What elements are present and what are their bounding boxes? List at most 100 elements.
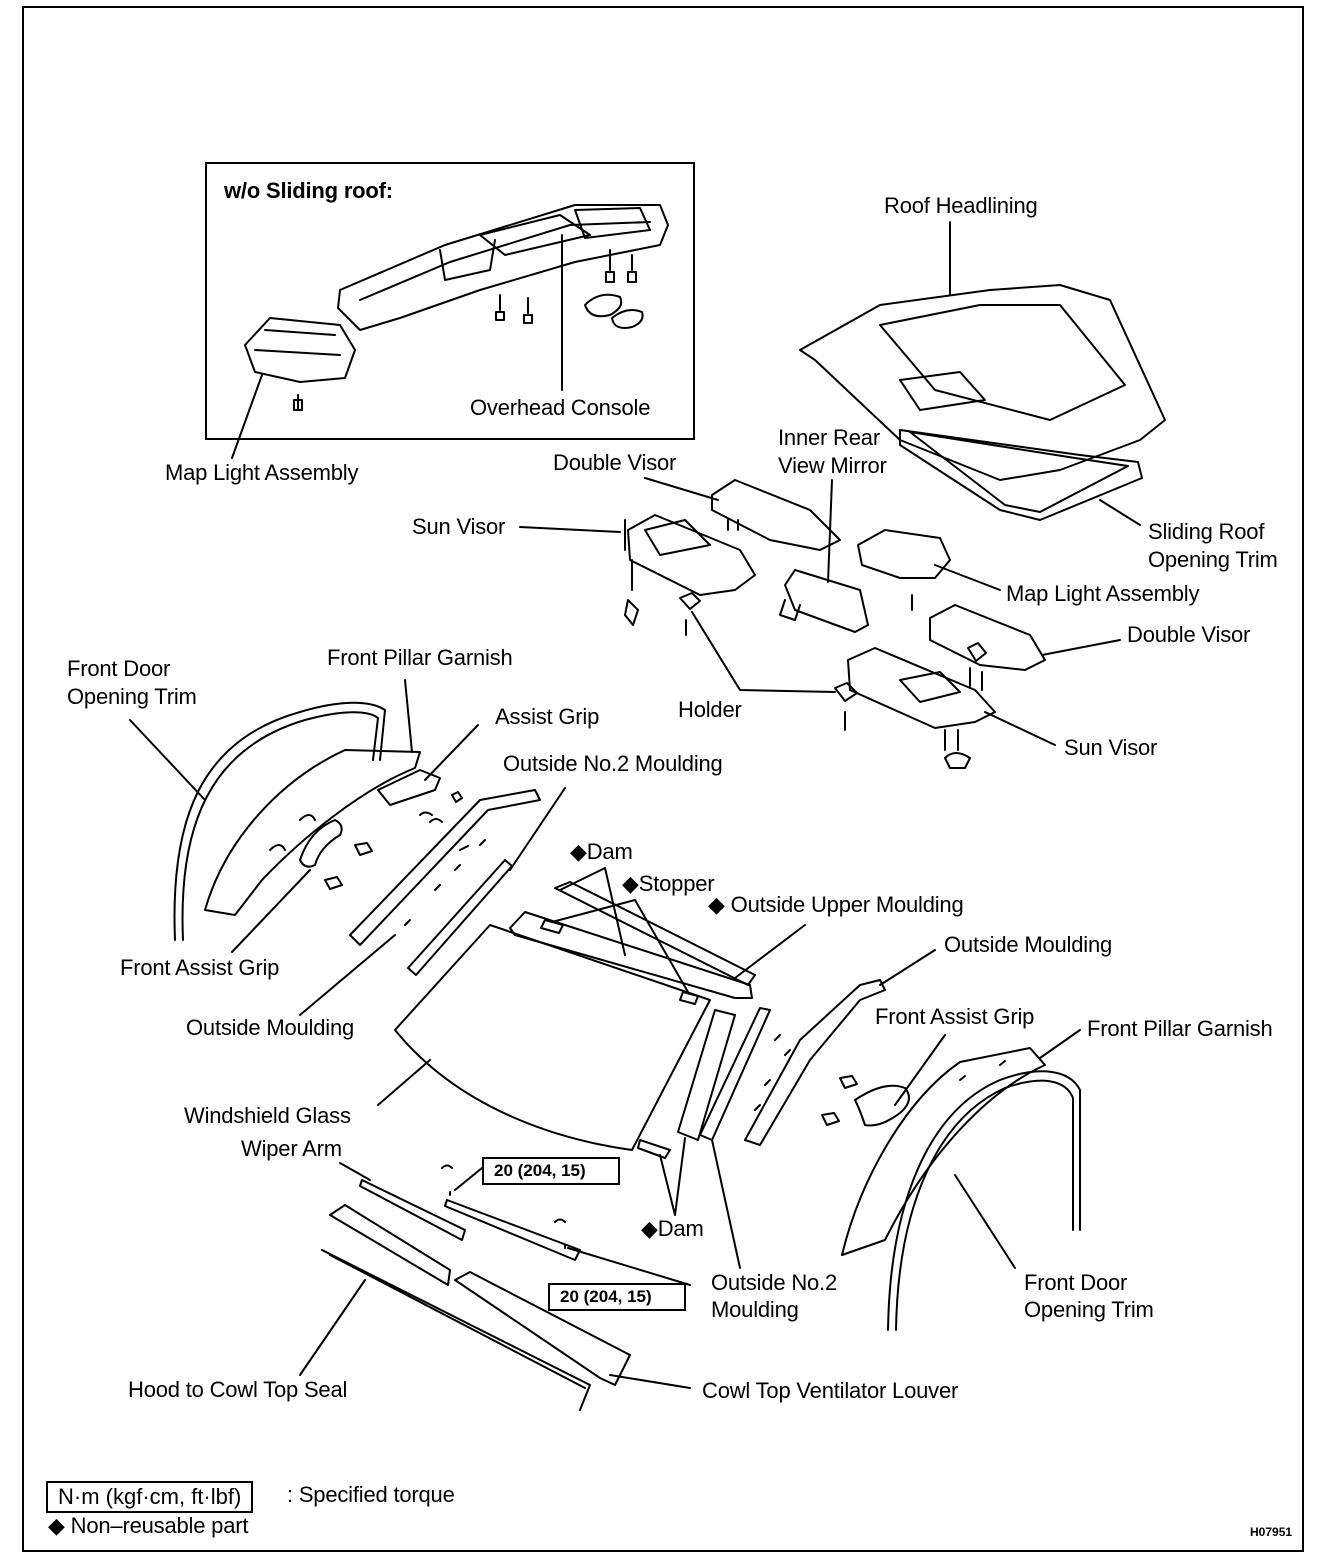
figure-code: H07951 bbox=[1250, 1525, 1293, 1539]
label-map-light-assembly-right: Map Light Assembly bbox=[1006, 581, 1200, 606]
sliding-roof-trim-leader bbox=[1099, 499, 1141, 526]
holder-leader-1 bbox=[691, 611, 836, 693]
outside-upper-moulding-drawing bbox=[509, 881, 756, 1005]
label-wiper-arm: Wiper Arm bbox=[241, 1136, 342, 1161]
front-assist-grip-right-leader bbox=[894, 1034, 946, 1106]
map-light-inset-drawing bbox=[244, 317, 356, 411]
outside-moulding-right-leader bbox=[879, 949, 936, 986]
dam-bottom-leader bbox=[659, 1137, 686, 1216]
label-stopper: ◆Stopper bbox=[622, 871, 715, 896]
label-front-assist-grip-right: Front Assist Grip bbox=[875, 1004, 1035, 1029]
outside-moulding-left-leader bbox=[299, 934, 396, 1016]
double-visor-right-drawing bbox=[929, 604, 1046, 691]
label-front-door-trim-right-line1: Front Door bbox=[1024, 1270, 1128, 1295]
overhead-console-drawing bbox=[337, 204, 669, 331]
label-front-door-trim-right-line2: Opening Trim bbox=[1024, 1297, 1154, 1322]
front-pillar-garnish-right-leader bbox=[1039, 1029, 1081, 1059]
torque-spec-box-right: 20 (204, 15) bbox=[548, 1283, 686, 1311]
stopper-leader bbox=[551, 899, 689, 993]
label-cowl-top-ventilator-louver: Cowl Top Ventilator Louver bbox=[702, 1378, 959, 1403]
wiper-arms-drawing bbox=[359, 1164, 581, 1261]
sun-visor-right-leader bbox=[984, 711, 1056, 746]
sun-visor-left-leader bbox=[519, 526, 621, 533]
label-assist-grip: Assist Grip bbox=[495, 704, 600, 729]
nonreusable-marker: ◆ bbox=[48, 1513, 65, 1538]
label-sun-visor-left: Sun Visor bbox=[412, 514, 506, 539]
label-dam-bottom: ◆Dam bbox=[641, 1216, 704, 1241]
label-sun-visor-right: Sun Visor bbox=[1064, 735, 1158, 760]
front-door-trim-right-leader bbox=[954, 1174, 1016, 1269]
label-double-visor-right: Double Visor bbox=[1127, 622, 1251, 647]
double-visor-top-drawing bbox=[711, 479, 841, 551]
outside-no2-moulding-right-drawing bbox=[637, 1007, 771, 1159]
front-door-trim-left-leader bbox=[129, 719, 206, 801]
label-sliding-roof-trim-line1: Sliding Roof bbox=[1148, 519, 1265, 544]
map-light-inset-leader bbox=[231, 374, 263, 459]
inner-rear-view-mirror-drawing bbox=[779, 569, 869, 633]
label-front-door-trim-left-line2: Opening Trim bbox=[67, 684, 197, 709]
label-outside-no2-moulding-bottom-line1: Outside No.2 bbox=[711, 1270, 838, 1295]
front-assist-grip-left-leader bbox=[231, 869, 311, 953]
label-dam-top: ◆Dam bbox=[570, 839, 633, 864]
torque-spec-box-left: 20 (204, 15) bbox=[482, 1157, 620, 1185]
front-pillar-garnish-left-drawing bbox=[204, 749, 421, 916]
outside-no2-moulding-top-leader bbox=[509, 787, 566, 871]
nonreusable-marker: ◆ bbox=[570, 839, 587, 864]
label-overhead-console: Overhead Console bbox=[470, 395, 651, 420]
front-pillar-garnish-left-leader bbox=[404, 679, 413, 753]
label-front-door-trim-left-line1: Front Door bbox=[67, 656, 171, 681]
front-assist-grip-left-drawing bbox=[299, 819, 373, 890]
dam-top-leader bbox=[559, 867, 626, 956]
front-pillar-garnish-right-drawing bbox=[841, 1047, 1046, 1256]
front-assist-grip-right-drawing bbox=[821, 1075, 910, 1127]
double-visor-right-leader bbox=[1041, 639, 1121, 656]
nonreusable-marker: ◆ bbox=[641, 1216, 658, 1241]
torque-right-leader bbox=[567, 1247, 691, 1286]
label-map-light-assembly-inset: Map Light Assembly bbox=[165, 460, 359, 485]
inset-fasteners bbox=[495, 249, 644, 329]
label-front-assist-grip-left: Front Assist Grip bbox=[120, 955, 280, 980]
legend-torque-text: : Specified torque bbox=[287, 1482, 455, 1507]
label-outside-moulding-left: Outside Moulding bbox=[186, 1015, 355, 1040]
label-windshield-glass: Windshield Glass bbox=[184, 1103, 351, 1128]
sun-visor-left-drawing bbox=[624, 514, 756, 636]
windshield-glass-drawing bbox=[394, 924, 711, 1151]
inset-box-without-sliding-roof bbox=[205, 162, 695, 440]
nonreusable-marker: ◆ bbox=[622, 871, 639, 896]
label-outside-moulding-right: Outside Moulding bbox=[944, 932, 1113, 957]
hood-to-cowl-top-seal-drawing bbox=[321, 1249, 591, 1411]
label-outside-upper-moulding: ◆ Outside Upper Moulding bbox=[708, 892, 964, 917]
label-sliding-roof-trim-line2: Opening Trim bbox=[1148, 547, 1278, 572]
sliding-roof-opening-trim-drawing bbox=[899, 429, 1143, 521]
outside-upper-moulding-leader bbox=[734, 924, 806, 979]
legend-torque-unit-box: N·m (kgf·cm, ft·lbf) bbox=[46, 1481, 254, 1513]
inset-title: w/o Sliding roof: bbox=[224, 178, 393, 203]
label-front-pillar-garnish-right: Front Pillar Garnish bbox=[1087, 1016, 1273, 1041]
nonreusable-marker: ◆ bbox=[708, 892, 725, 917]
wiper-arm-leader bbox=[339, 1162, 371, 1181]
label-hood-to-cowl-top-seal: Hood to Cowl Top Seal bbox=[128, 1377, 348, 1402]
front-door-opening-trim-left-drawing bbox=[173, 701, 386, 941]
torque-left-leader bbox=[454, 1167, 483, 1191]
label-holder: Holder bbox=[678, 697, 742, 722]
double-visor-top-leader bbox=[644, 477, 719, 501]
cowl-louver-leader bbox=[609, 1374, 691, 1389]
label-inner-rear-view-mirror-line2: View Mirror bbox=[778, 453, 887, 478]
label-inner-rear-view-mirror-line1: Inner Rear bbox=[778, 425, 880, 450]
cowl-top-ventilator-louver-drawing bbox=[329, 1204, 631, 1386]
assist-grip-drawing bbox=[377, 769, 469, 851]
assist-grip-leader bbox=[424, 724, 479, 781]
hood-seal-leader bbox=[299, 1279, 366, 1376]
roof-headlining-drawing bbox=[799, 284, 1166, 481]
map-light-right-drawing bbox=[857, 529, 951, 611]
outside-moulding-left-drawing bbox=[349, 789, 541, 946]
outside-no2-moulding-bottom-leader bbox=[711, 1139, 741, 1269]
label-roof-headlining: Roof Headlining bbox=[884, 193, 1038, 218]
map-light-right-leader bbox=[934, 564, 1001, 591]
diagram-frame bbox=[22, 6, 1304, 1552]
front-door-opening-trim-right-drawing bbox=[887, 1070, 1081, 1331]
windshield-glass-leader bbox=[377, 1059, 431, 1106]
sun-visor-right-drawing bbox=[834, 647, 996, 769]
label-outside-no2-moulding-bottom-line2: Moulding bbox=[711, 1297, 799, 1322]
